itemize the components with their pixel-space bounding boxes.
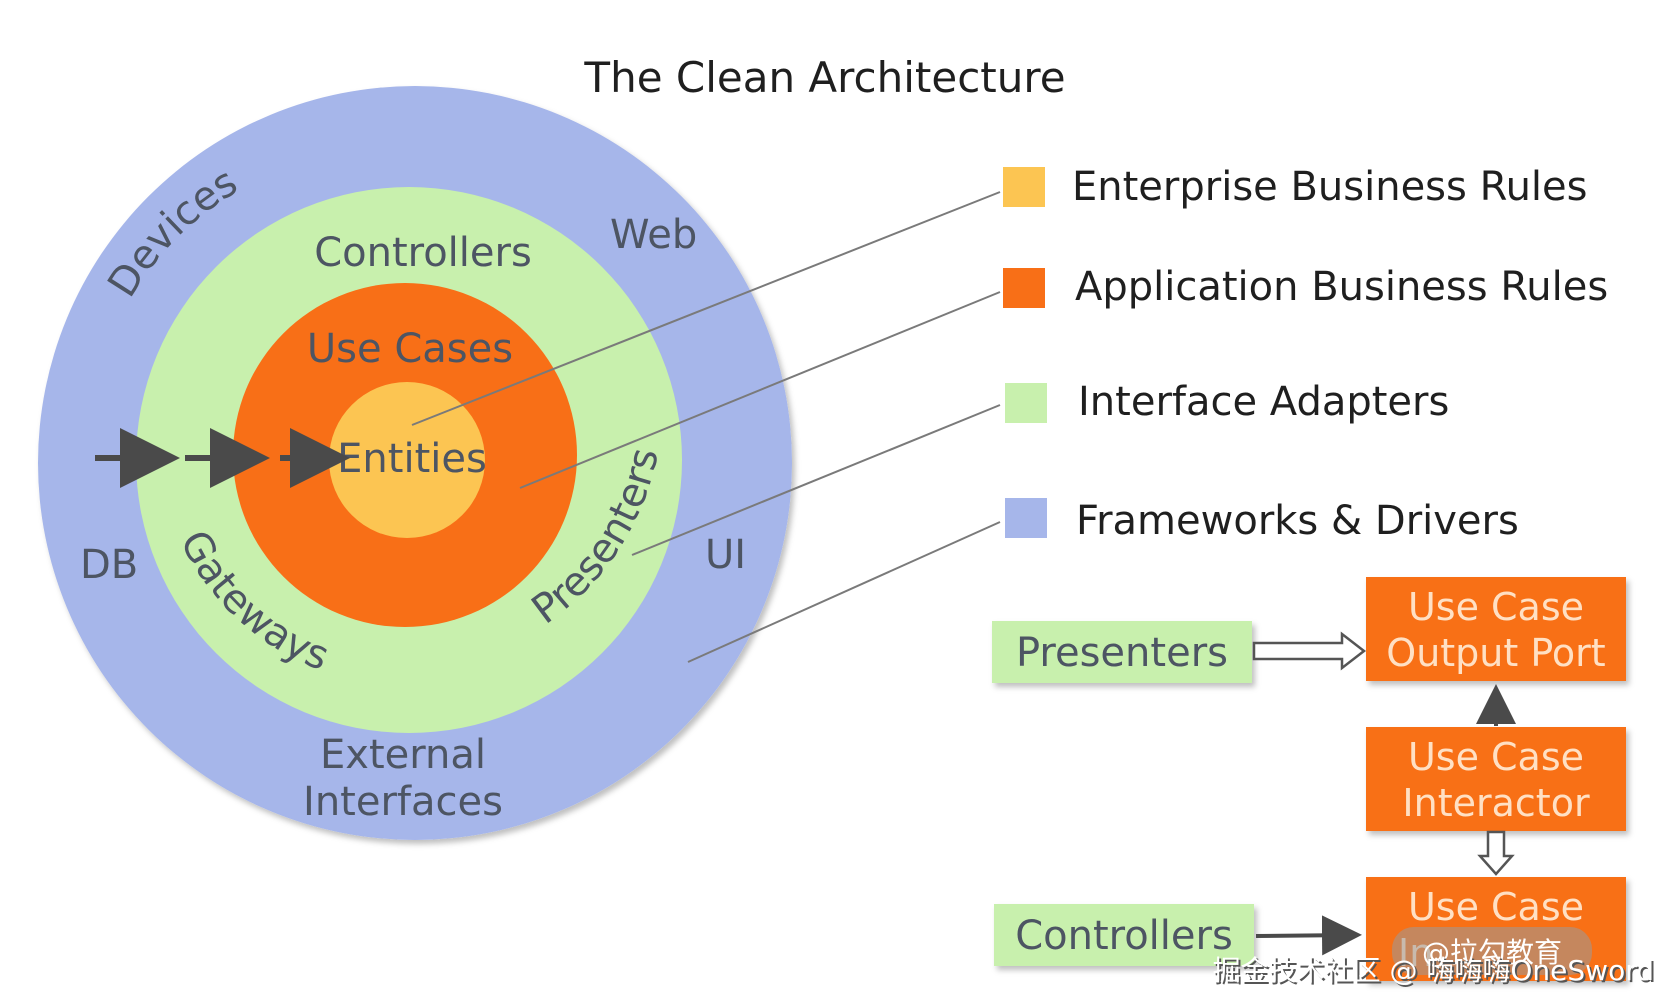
controllers-to-input-port-arrow — [1255, 915, 1362, 956]
legend-swatch-enterprise — [1003, 167, 1045, 207]
web-label: Web — [610, 212, 697, 258]
use-case-output-port-box — [1366, 577, 1626, 681]
use-case-interactor-box — [1366, 727, 1626, 831]
interactor-line2: Interactor — [1402, 781, 1590, 825]
enterprise-business-rules-circle — [329, 382, 485, 538]
connector-enterprise — [411, 191, 1001, 426]
connector-interface — [631, 404, 1001, 556]
connector-frameworks — [687, 521, 1001, 663]
external-interfaces-label-line2: Interfaces — [303, 779, 503, 825]
connector-application — [519, 291, 1001, 489]
legend-swatch-interface — [1005, 383, 1047, 423]
presenters-box — [992, 621, 1252, 683]
ui-label: UI — [705, 532, 746, 578]
legend-label-interface: Interface Adapters — [1078, 379, 1449, 425]
legend-swatch-frameworks — [1005, 498, 1047, 538]
presenters-to-output-port-arrow — [1252, 631, 1367, 671]
controllers-box-label: Controllers — [1015, 913, 1233, 959]
watermark-badge — [1392, 927, 1592, 975]
watermark-credit-shadow: 掘金技术社区 @ 嗨嗨嗨OneSword — [1215, 956, 1656, 989]
presenters-box-label: Presenters — [1016, 630, 1228, 676]
legend-label-application: Application Business Rules — [1075, 264, 1608, 310]
diagram-title: The Clean Architecture — [583, 53, 1065, 102]
legend-swatch-application — [1003, 268, 1045, 308]
legend-label-frameworks: Frameworks & Drivers — [1076, 498, 1519, 544]
watermark-credit: 掘金技术社区 @ 嗨嗨嗨OneSword — [1213, 954, 1654, 987]
use-cases-label: Use Cases — [307, 326, 513, 372]
interactor-to-input-port-arrow — [1477, 830, 1515, 876]
external-interfaces-label-line1: External — [320, 732, 486, 778]
input-port-line1: Use Case — [1408, 885, 1584, 929]
controllers-box — [994, 904, 1254, 966]
output-port-line1: Use Case — [1408, 585, 1584, 629]
watermark-brand: @拉勾教育 — [1422, 936, 1562, 969]
entities-label: Entities — [337, 436, 487, 482]
legend-label-enterprise: Enterprise Business Rules — [1072, 164, 1588, 210]
controllers-ring-label: Controllers — [314, 230, 532, 276]
db-label: DB — [80, 542, 138, 588]
interactor-line1: Use Case — [1408, 735, 1584, 779]
output-port-line2: Output Port — [1386, 631, 1605, 675]
